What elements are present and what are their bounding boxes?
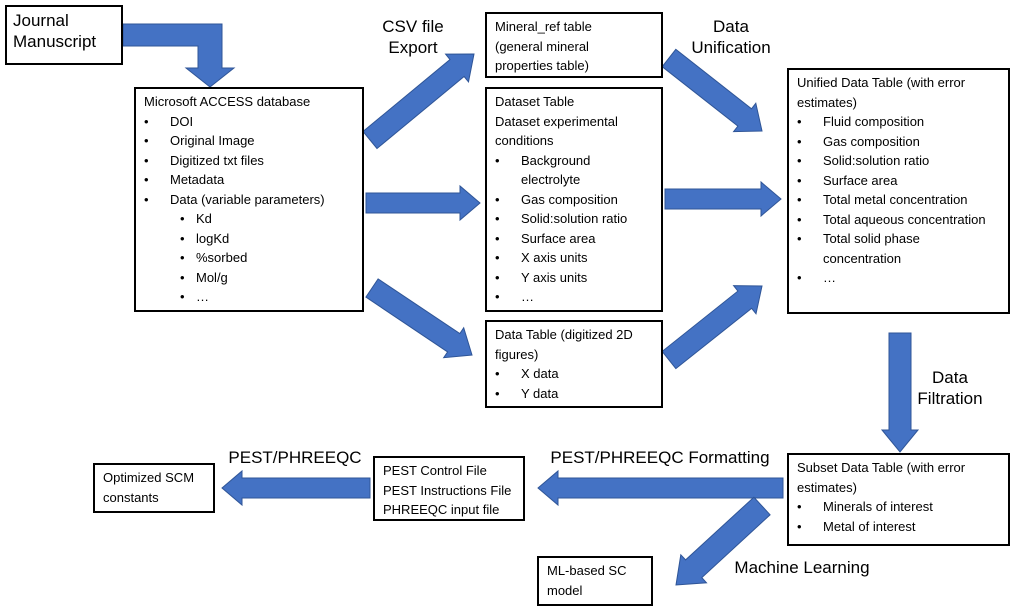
subset-data-table-title: Subset Data Table (with error estimates) — [797, 460, 966, 495]
mineral-ref-table-box: Mineral_ref table (general mineral prope… — [485, 12, 663, 78]
list-item: Metadata — [144, 170, 354, 190]
arrow-unified-to-subset — [880, 332, 920, 453]
data-table-title: Data Table (digitized 2D figures) — [495, 327, 633, 362]
arrow-subset-to-pest-files — [537, 469, 784, 507]
list-item: Solid:solution ratio — [495, 209, 653, 229]
arrow-pest-files-to-optimized — [221, 469, 371, 507]
list-item: Data (variable parameters) — [144, 190, 354, 210]
list-item: Fluid composition — [797, 112, 1000, 132]
arrow-dataset-to-unified — [664, 180, 782, 218]
arrow-mineral-ref-to-unified — [661, 48, 763, 133]
list-item: Minerals of interest — [797, 497, 1000, 517]
arrow-access-to-mineral-ref — [362, 53, 475, 150]
dataset-items-list: Background electrolyte Gas composition S… — [495, 151, 653, 307]
csv-export-label: CSV file Export — [382, 17, 444, 57]
list-item: Total aqueous concentration — [797, 210, 1000, 230]
list-item: Solid:solution ratio — [797, 151, 1000, 171]
list-item: Original Image — [144, 131, 354, 151]
pest-phreeqc-label: PEST/PHREEQC — [228, 448, 362, 467]
list-item: Y data — [495, 384, 653, 404]
arrow-journal-to-access — [122, 23, 236, 88]
list-item: … — [495, 287, 653, 307]
list-item: X axis units — [495, 248, 653, 268]
list-item: Metal of interest — [797, 517, 1000, 537]
unified-items-list: Fluid composition Gas composition Solid:… — [797, 112, 1000, 288]
arrow-data-table-to-unified — [661, 285, 763, 370]
dataset-table-title: Dataset Table Dataset experimental condi… — [495, 94, 618, 148]
unified-data-table-title: Unified Data Table (with error estimates… — [797, 75, 966, 110]
list-item: Total metal concentration — [797, 190, 1000, 210]
dataset-table-box: Dataset Table Dataset experimental condi… — [485, 87, 663, 312]
optimized-scm-title: Optimized SCM constants — [103, 470, 195, 505]
access-database-title: Microsoft ACCESS database — [144, 94, 311, 109]
data-filtration-label: Data Filtration — [917, 368, 983, 408]
journal-manuscript-title: Journal Manuscript — [13, 11, 97, 51]
list-item: Mol/g — [144, 268, 354, 288]
machine-learning-label: Machine Learning — [734, 558, 870, 577]
list-item: … — [797, 268, 1000, 288]
data-table-items-list: X data Y data — [495, 364, 653, 403]
mineral-ref-title: Mineral_ref table (general mineral prope… — [495, 19, 592, 73]
list-item: Digitized txt files — [144, 151, 354, 171]
data-unification-label: Data Unification — [691, 17, 771, 57]
arrow-subset-to-ml-model — [675, 496, 771, 586]
list-item: Surface area — [495, 229, 653, 249]
list-item: Surface area — [797, 171, 1000, 191]
list-item: %sorbed — [144, 248, 354, 268]
list-item: logKd — [144, 229, 354, 249]
optimized-scm-box: Optimized SCM constants — [93, 463, 215, 513]
list-item: Gas composition — [797, 132, 1000, 152]
list-item: Kd — [144, 209, 354, 229]
journal-manuscript-box: Journal Manuscript — [5, 5, 123, 65]
data-table-box: Data Table (digitized 2D figures) X data… — [485, 320, 663, 408]
list-item: Gas composition — [495, 190, 653, 210]
pest-files-title: PEST Control File PEST Instructions File… — [383, 463, 512, 517]
subset-items-list: Minerals of interest Metal of interest — [797, 497, 1000, 536]
access-subitems-list: Kd logKd %sorbed Mol/g … — [144, 209, 354, 307]
unified-data-table-box: Unified Data Table (with error estimates… — [787, 68, 1010, 314]
arrow-access-to-dataset — [365, 184, 481, 222]
list-item: X data — [495, 364, 653, 384]
pest-files-box: PEST Control File PEST Instructions File… — [373, 456, 525, 521]
arrow-access-to-data-table — [365, 278, 473, 359]
ml-model-box: ML-based SC model — [537, 556, 653, 606]
access-database-box: Microsoft ACCESS database DOI Original I… — [134, 87, 364, 312]
access-items-list: DOI Original Image Digitized txt files M… — [144, 112, 354, 210]
subset-data-table-box: Subset Data Table (with error estimates)… — [787, 453, 1010, 546]
list-item: Background electrolyte — [495, 151, 653, 190]
list-item: … — [144, 287, 354, 307]
list-item: Total solid phase concentration — [797, 229, 1000, 268]
list-item: Y axis units — [495, 268, 653, 288]
ml-model-title: ML-based SC model — [547, 563, 627, 598]
pest-formatting-label: PEST/PHREEQC Formatting — [550, 448, 770, 467]
list-item: DOI — [144, 112, 354, 132]
